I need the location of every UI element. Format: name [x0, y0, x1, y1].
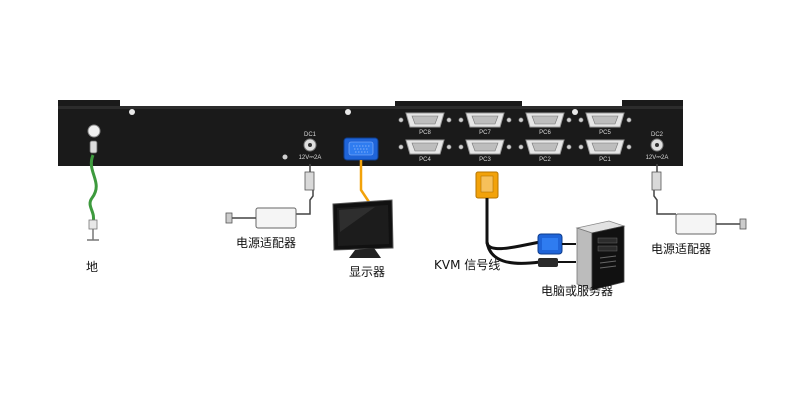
pc-port-pc5: PC5 — [578, 112, 632, 136]
pc-port-pc3: PC3 — [458, 139, 512, 163]
pc-port-label: PC8 — [419, 130, 431, 136]
pc-port-label: PC6 — [539, 130, 551, 136]
kvm-cable-icon — [475, 171, 576, 267]
pc-port-pc1: PC1 — [578, 139, 632, 163]
pc-ports-bottom-row: PC4 PC3 PC2 PC1 — [398, 139, 632, 163]
dc1-jack: DC1 12V⎓2A — [299, 132, 322, 161]
pc-port-label: PC7 — [479, 130, 491, 136]
computer-tower-icon — [575, 220, 626, 291]
adapter-left-label: 电源适配器 — [236, 236, 297, 250]
ground-wire — [88, 154, 98, 223]
dc2-name: DC2 — [651, 132, 664, 138]
pc-port-label: PC1 — [599, 157, 611, 163]
dc1-rating: 12V⎓2A — [299, 155, 322, 161]
power-adapter-icon — [225, 164, 315, 229]
pc-port-label: PC5 — [599, 130, 611, 136]
power-adapter-icon — [651, 164, 747, 235]
vga-port-icon — [343, 137, 379, 161]
ground-connector — [87, 219, 99, 241]
pc-port-pc2: PC2 — [518, 139, 572, 163]
ground-label: 地 — [86, 260, 99, 274]
monitor-label: 显示器 — [349, 265, 386, 279]
dc2-jack: DC2 12V⎓2A — [646, 132, 669, 161]
pc-port-pc8: PC8 — [398, 112, 452, 136]
computer-label: 电脑或服务器 — [541, 284, 614, 298]
pc-port-label: PC4 — [419, 157, 431, 163]
monitor-cable — [359, 160, 371, 203]
pc-port-pc4: PC4 — [398, 139, 452, 163]
kvm-cable-label: KVM 信号线 — [434, 258, 501, 272]
dc1-name: DC1 — [304, 132, 317, 138]
adapter-right-label: 电源适配器 — [651, 242, 712, 256]
pc-port-label: PC3 — [479, 157, 491, 163]
dc2-rating: 12V⎓2A — [646, 155, 669, 161]
pc-port-label: PC2 — [539, 157, 551, 163]
pc-port-pc7: PC7 — [458, 112, 512, 136]
ground-screw-icon — [87, 124, 101, 154]
monitor-icon — [332, 199, 394, 258]
pc-ports-top-row: PC8 PC7 PC6 PC5 — [398, 112, 632, 136]
pc-port-pc6: PC6 — [518, 112, 572, 136]
